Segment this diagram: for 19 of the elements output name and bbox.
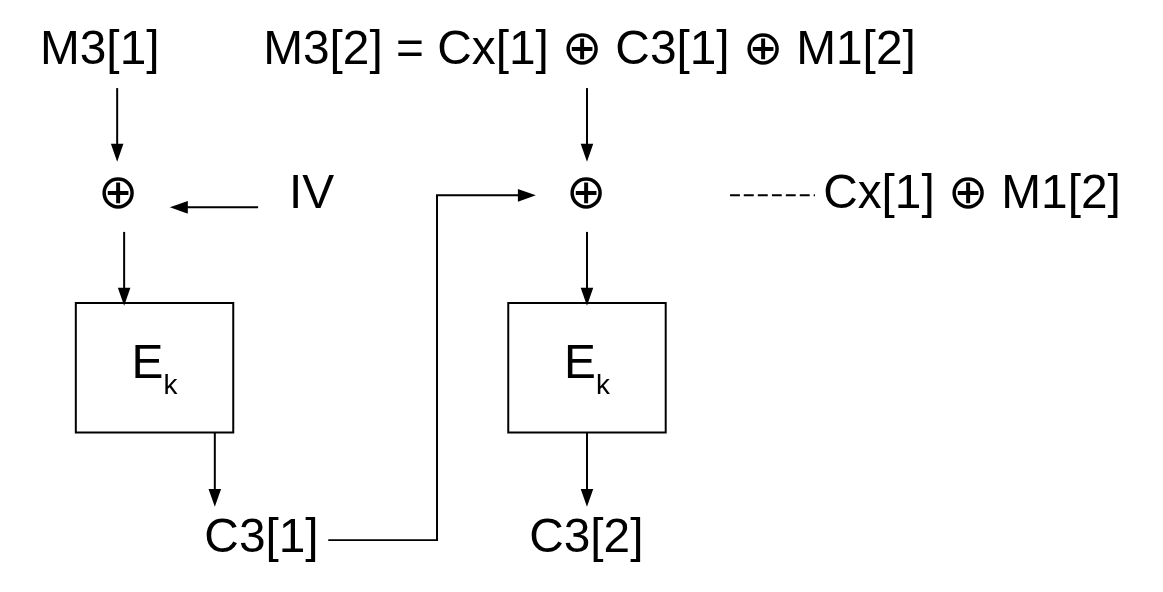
arrow xyxy=(208,431,221,507)
arrow xyxy=(580,87,593,162)
arrow xyxy=(326,189,536,542)
node-text: IV xyxy=(288,164,334,218)
node-text: M3[2] = Cx[1] ⊕ C3[1] ⊕ M1[2] xyxy=(262,21,916,75)
node-box: E$_{k}$ xyxy=(506,301,667,434)
node-text: ⊕ xyxy=(565,164,606,218)
node-text: M3[1] xyxy=(39,21,160,75)
node-box: E$_{k}$ xyxy=(74,301,234,434)
arrow xyxy=(580,431,593,507)
arrow xyxy=(580,230,593,306)
arrow xyxy=(117,230,130,306)
arrow xyxy=(110,87,123,162)
connector xyxy=(728,194,816,197)
node-text: Cx[1] ⊕ M1[2] xyxy=(822,164,1121,218)
node-text: ⊕ xyxy=(97,164,138,218)
arrow xyxy=(169,201,259,214)
node-text: C3[2] xyxy=(528,509,643,563)
node-text: C3[1] xyxy=(203,509,319,563)
